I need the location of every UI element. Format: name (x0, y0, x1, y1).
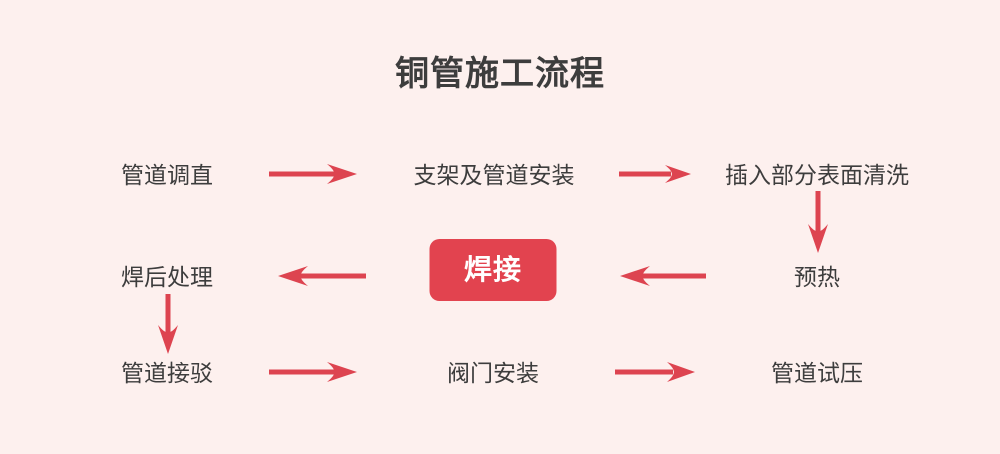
flow-node-valve-install[interactable]: 阀门安装 (447, 360, 539, 386)
arrow-right-row3-a (269, 359, 357, 385)
arrow-left-row2-b (620, 263, 706, 289)
flow-node-welding-highlight[interactable]: 焊接 (429, 239, 557, 301)
flow-node-insert-surface-cleaning[interactable]: 插入部分表面清洗 (725, 162, 909, 188)
flow-node-post-weld-treatment[interactable]: 焊后处理 (121, 264, 213, 290)
flow-node-pipe-pressure-test[interactable]: 管道试压 (771, 360, 863, 386)
arrow-right-row3-b (615, 359, 695, 385)
arrow-right-row1-a (269, 161, 357, 187)
arrow-left-row2-a (278, 263, 366, 289)
flow-node-pipe-straightening[interactable]: 管道调直 (121, 162, 213, 188)
flow-node-pipe-connection[interactable]: 管道接驳 (121, 360, 213, 386)
arrow-right-row1-b (619, 161, 691, 187)
flow-node-preheat[interactable]: 预热 (794, 264, 840, 290)
flow-node-bracket-pipe-install[interactable]: 支架及管道安装 (413, 162, 575, 188)
arrow-down-right-column (804, 191, 832, 253)
arrow-down-left-column (154, 294, 182, 354)
page-title: 铜管施工流程 (395, 55, 605, 93)
